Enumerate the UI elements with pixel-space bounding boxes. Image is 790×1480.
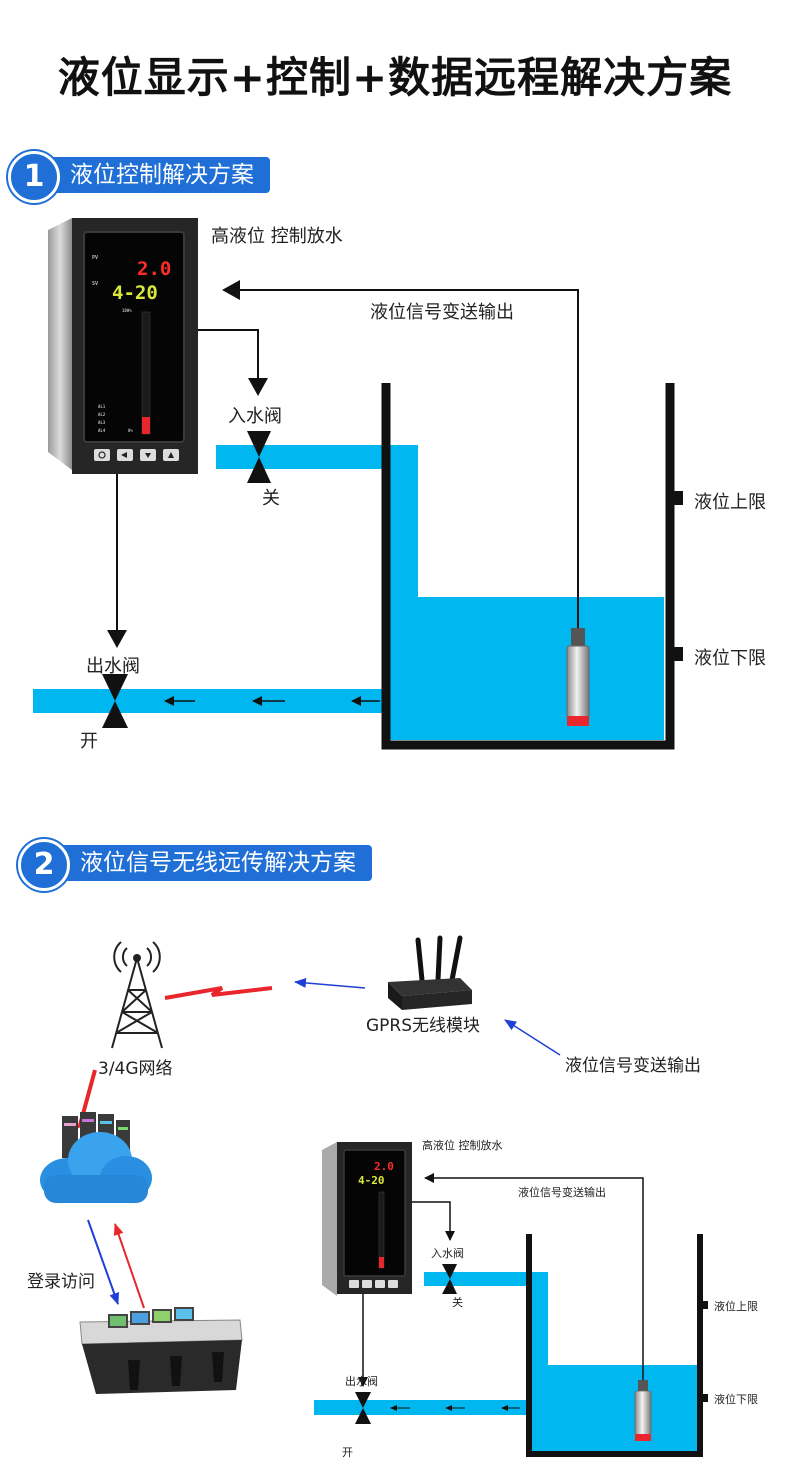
blue-arrow — [87, 1219, 120, 1305]
page-title: 液位显示+控制+数据远程解决方案 — [57, 53, 733, 102]
outlet-valve-label-2: 出水阀 — [345, 1375, 378, 1388]
upper-limit-tick — [701, 1301, 708, 1309]
control-line-inlet — [412, 1201, 455, 1241]
signal-line — [222, 280, 579, 628]
red-arrow — [113, 1223, 145, 1309]
outlet-pipe — [33, 689, 395, 713]
upper-limit-label: 液位上限 — [694, 492, 766, 513]
upper-limit-label-2: 液位上限 — [714, 1300, 758, 1313]
outlet-state-label: 开 — [80, 731, 98, 752]
section2-number: 2 — [18, 839, 70, 891]
cell-tower-icon — [111, 941, 163, 1049]
sv-tag: SV — [92, 281, 98, 287]
gprs-modem-icon — [388, 935, 472, 1010]
pv-readout: 2.0 — [137, 258, 171, 280]
lower-limit-tick — [701, 1394, 708, 1402]
section2-header: 液位信号无线远传解决方案 2 — [10, 839, 400, 891]
blue-arrow — [294, 977, 366, 989]
upper-limit-tick — [671, 491, 683, 505]
wireless-signal-icon — [164, 986, 273, 1000]
outlet-state-label-2: 开 — [342, 1446, 353, 1459]
level-probe-icon — [634, 1380, 652, 1441]
section1-diagram: PV SV 2.0 4-20 100% 0% AL1 AL2 AL3 AL4 — [33, 218, 683, 750]
tank-water — [390, 597, 664, 740]
outlet-valve-label: 出水阀 — [86, 656, 140, 677]
tank-water — [531, 1365, 697, 1451]
inlet-state-label-2: 关 — [452, 1296, 463, 1309]
cloud-server-icon — [40, 1112, 152, 1203]
alarm-label: AL4 — [98, 428, 106, 433]
inlet-pipe — [216, 445, 418, 600]
section1-number: 1 — [8, 151, 60, 203]
signal-output-label: 液位信号变送输出 — [370, 302, 514, 323]
level-probe-icon — [566, 628, 590, 726]
high-level-label-2: 高液位 控制放水 — [422, 1139, 503, 1152]
svg-text:2.0: 2.0 — [374, 1160, 394, 1173]
section2-tank-diagram: 2.0 4-20 — [314, 1142, 708, 1457]
bar-bottom-label: 0% — [128, 428, 133, 433]
blue-arrow — [504, 1019, 561, 1056]
lower-limit-label-2: 液位下限 — [714, 1393, 758, 1406]
inlet-state-label: 关 — [262, 488, 280, 509]
high-level-label: 高液位 控制放水 — [211, 226, 343, 247]
section2-heading: 液位信号无线远传解决方案 — [28, 845, 372, 881]
tank-wall — [526, 1234, 703, 1457]
alarm-label: AL3 — [98, 420, 106, 425]
alarm-label: AL1 — [98, 404, 106, 409]
control-line-inlet — [198, 329, 268, 396]
bar-top-label: 100% — [122, 308, 132, 313]
section1-heading: 液位控制解决方案 — [18, 157, 270, 193]
level-controller: 2.0 4-20 — [322, 1142, 412, 1296]
alarm-label: AL2 — [98, 412, 106, 417]
login-label: 登录访问 — [27, 1272, 95, 1292]
inlet-valve-icon — [247, 431, 271, 483]
level-controller: PV SV 2.0 4-20 100% 0% AL1 AL2 AL3 AL4 — [48, 218, 198, 474]
section1-header: 液位控制解决方案 1 — [0, 151, 300, 203]
inlet-valve-icon — [442, 1264, 457, 1294]
signal-output-label-small: 液位信号变送输出 — [518, 1186, 606, 1199]
inlet-valve-label: 入水阀 — [228, 406, 282, 427]
outlet-valve-icon — [102, 674, 128, 728]
lower-limit-label: 液位下限 — [694, 648, 766, 669]
inlet-valve-label-2: 入水阀 — [431, 1247, 464, 1260]
tank-wall — [381, 383, 675, 750]
section2-network-diagram — [40, 935, 561, 1394]
inlet-pipe — [424, 1272, 548, 1366]
outlet-pipe — [314, 1400, 532, 1415]
control-room-icon — [79, 1307, 243, 1394]
pv-tag: PV — [92, 255, 98, 261]
sv-readout: 4-20 — [112, 282, 158, 304]
svg-text:4-20: 4-20 — [358, 1174, 385, 1187]
gprs-label: GPRS无线模块 — [366, 1016, 481, 1036]
signal-output-label-2: 液位信号变送输出 — [565, 1056, 701, 1076]
outlet-valve-icon — [355, 1392, 371, 1424]
lower-limit-tick — [671, 647, 683, 661]
signal-line — [424, 1173, 644, 1380]
network-label: 3/4G网络 — [98, 1059, 173, 1079]
